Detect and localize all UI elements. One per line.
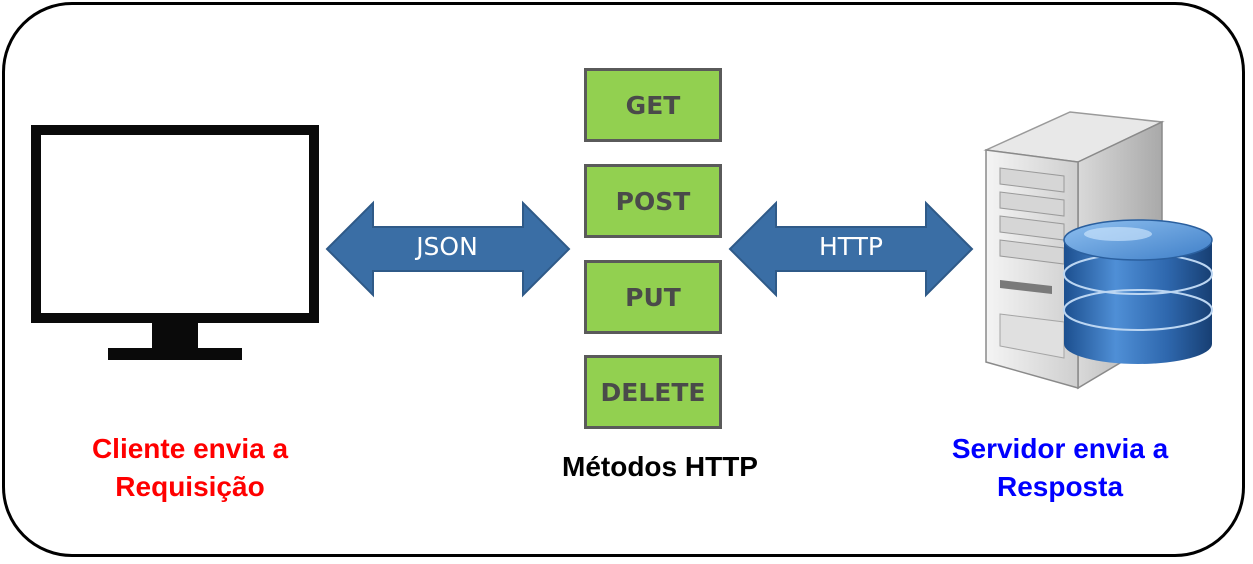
client-caption-line2: Requisição — [115, 471, 265, 502]
http-label: HTTP — [819, 232, 883, 261]
method-put-box: PUT — [584, 260, 722, 334]
json-label: JSON — [416, 232, 478, 261]
http-double-arrow — [728, 200, 974, 298]
json-double-arrow — [325, 200, 571, 298]
monitor-icon — [31, 125, 319, 360]
client-caption-line1: Cliente envia a — [91, 433, 289, 464]
server-database-icon — [983, 111, 1213, 390]
method-get-box: GET — [584, 68, 722, 142]
server-caption-line2: Resposta — [996, 471, 1124, 502]
method-post-box: POST — [584, 164, 722, 238]
methods-caption: Métodos HTTP — [510, 448, 810, 486]
server-caption-line1: Servidor envia a — [951, 433, 1169, 464]
method-delete-box: DELETE — [584, 355, 722, 429]
client-caption: Cliente envia a Requisição — [30, 430, 350, 506]
methods-caption-text: Métodos HTTP — [562, 451, 758, 482]
server-caption: Servidor envia a Resposta — [900, 430, 1220, 506]
